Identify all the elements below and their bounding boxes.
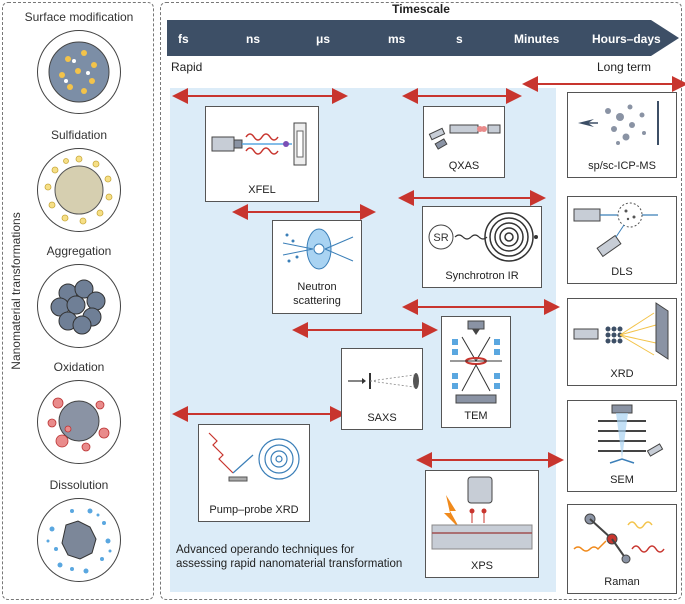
neutron-label: Neutron scattering [293,281,341,307]
label-oxidation: Oxidation [53,360,105,374]
tick-us: μs [316,32,331,46]
xfel-box: XFEL [205,106,319,202]
tick-minutes: Minutes [514,32,560,46]
tick-s: s [456,32,463,46]
label-aggregation: Aggregation [46,244,112,258]
dissolution-icon [37,498,121,582]
tick-fs: fs [178,32,189,46]
tem-icon [450,320,502,404]
qxas-box: QXAS [423,106,505,178]
xfel-icon [211,122,307,166]
xps-label: XPS [470,560,493,572]
oxidation-icon [37,380,121,464]
label-sulfidation: Sulfidation [50,128,108,142]
raman-icon [573,513,665,564]
qxas-label: QXAS [448,160,480,172]
timescale-arrow [167,20,679,56]
neutron-icon [282,228,354,270]
rapid-label: Rapid [171,60,203,74]
tick-ms: ms [388,32,406,46]
xps-icon [431,476,533,550]
xrd-icon [573,302,669,360]
sr-icon-text: SR [433,232,448,244]
saxs-label: SAXS [367,412,397,424]
operando-caption: Advanced operando techniques for assessi… [176,544,403,570]
pump-probe-xrd-label: Pump–probe XRD [209,504,299,516]
synchrotron-ir-box: SR Synchrotron IR [422,206,542,288]
synchrotron-ir-icon: SR [428,212,538,262]
tem-box: TEM [441,316,511,428]
dls-label: DLS [611,266,633,278]
sem-label: SEM [610,474,634,486]
raman-label: Raman [604,576,640,588]
xps-box: XPS [425,470,539,578]
xfel-label: XFEL [248,184,276,196]
icp-ms-box: sp/sc-ICP-MS [567,92,677,178]
dls-box: DLS [567,196,677,284]
long-term-label: Long term [597,60,652,74]
saxs-icon [348,373,419,389]
xrd-box: XRD [567,298,677,386]
label-surface-modification: Surface modification [24,10,134,24]
synchrotron-ir-label: Synchrotron IR [445,270,519,282]
aggregation-icon [37,264,121,348]
raman-box: Raman [567,504,677,594]
tem-label: TEM [464,410,488,422]
neutron-box: Neutron scattering [272,220,362,314]
sulfidation-icon [37,148,121,232]
transformations-panel [2,2,154,600]
icp-ms-icon [578,101,659,145]
saxs-box: SAXS [341,348,423,430]
pump-probe-xrd-icon [208,432,300,482]
techniques-panel [160,2,682,600]
icp-ms-label: sp/sc-ICP-MS [588,160,656,172]
surface-modification-icon [37,30,121,114]
timescale-title: Timescale [392,2,450,16]
dls-icon [573,202,658,258]
sem-icon [598,404,664,464]
pump-probe-xrd-box: Pump–probe XRD [198,424,310,522]
label-dissolution: Dissolution [49,478,109,492]
sem-box: SEM [567,400,677,492]
tick-hours-days: Hours–days [592,32,661,46]
tick-ns: ns [246,32,261,46]
qxas-icon [428,124,501,150]
xrd-label: XRD [610,368,634,380]
